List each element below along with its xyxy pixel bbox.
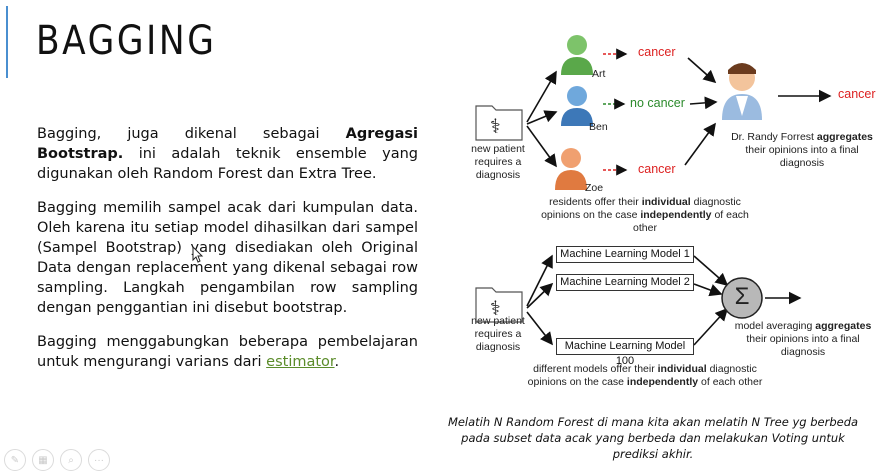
models-caption: different models offer their individual … xyxy=(527,363,763,388)
person-zoe-icon xyxy=(555,148,587,190)
final-diagnosis: cancer xyxy=(838,87,876,101)
person-ben-icon xyxy=(561,86,593,126)
slide-body: Bagging, juga dikenal sebagai Agregasi B… xyxy=(37,124,418,384)
opinion-zoe: cancer xyxy=(638,162,676,176)
person-art-icon xyxy=(561,35,593,75)
opinion-ben: no cancer xyxy=(630,96,685,110)
doctor-icon xyxy=(722,63,762,120)
paragraph-1: Bagging, juga dikenal sebagai Agregasi B… xyxy=(37,126,418,182)
title-accent-bar xyxy=(6,6,8,78)
estimator-link[interactable]: estimator xyxy=(266,354,335,370)
slides-icon[interactable]: ▦ xyxy=(32,449,54,471)
pen-icon[interactable]: ✎ xyxy=(4,449,26,471)
mouse-cursor-icon xyxy=(192,246,204,263)
svg-text:⚕: ⚕ xyxy=(490,114,501,138)
resident-name-ben: Ben xyxy=(589,121,608,133)
doctor-label: Dr. Randy Forrest aggregates their opini… xyxy=(731,131,873,169)
folder-icon: ⚕ xyxy=(475,287,523,323)
model-box-100: Machine Learning Model 100 xyxy=(556,338,694,367)
resident-name-art: Art xyxy=(592,68,606,80)
slide-title: BAGGING xyxy=(36,18,217,64)
paragraph-3: Bagging menggabungkan beberapa pembelaja… xyxy=(37,334,418,370)
residents-caption: residents offer their individual diagnos… xyxy=(541,196,749,234)
paragraph-2: Bagging memilih sampel acak dari kumpula… xyxy=(37,200,418,316)
sigma-symbol: Σ xyxy=(734,283,750,310)
slide-caption: Melatih N Random Forest di mana kita aka… xyxy=(447,415,859,461)
model-box-1: Machine Learning Model 1 xyxy=(556,246,694,263)
sigma-circle xyxy=(721,277,763,319)
model-box-2: Machine Learning Model 2 xyxy=(556,274,694,291)
zoom-icon[interactable]: ⌕ xyxy=(60,449,82,471)
presentation-toolbar: ✎ ▦ ⌕ ··· xyxy=(4,449,110,471)
model-averaging-label: model averaging aggregates their opinion… xyxy=(734,320,872,358)
folder-label-bottom: new patient requires a diagnosis xyxy=(471,315,525,353)
folder-label-top: new patient requires a diagnosis xyxy=(471,143,525,181)
more-icon[interactable]: ··· xyxy=(88,449,110,471)
opinion-art: cancer xyxy=(638,45,676,59)
svg-text:⚕: ⚕ xyxy=(490,296,501,320)
folder-icon: ⚕ xyxy=(475,105,523,141)
resident-name-zoe: Zoe xyxy=(585,182,604,194)
